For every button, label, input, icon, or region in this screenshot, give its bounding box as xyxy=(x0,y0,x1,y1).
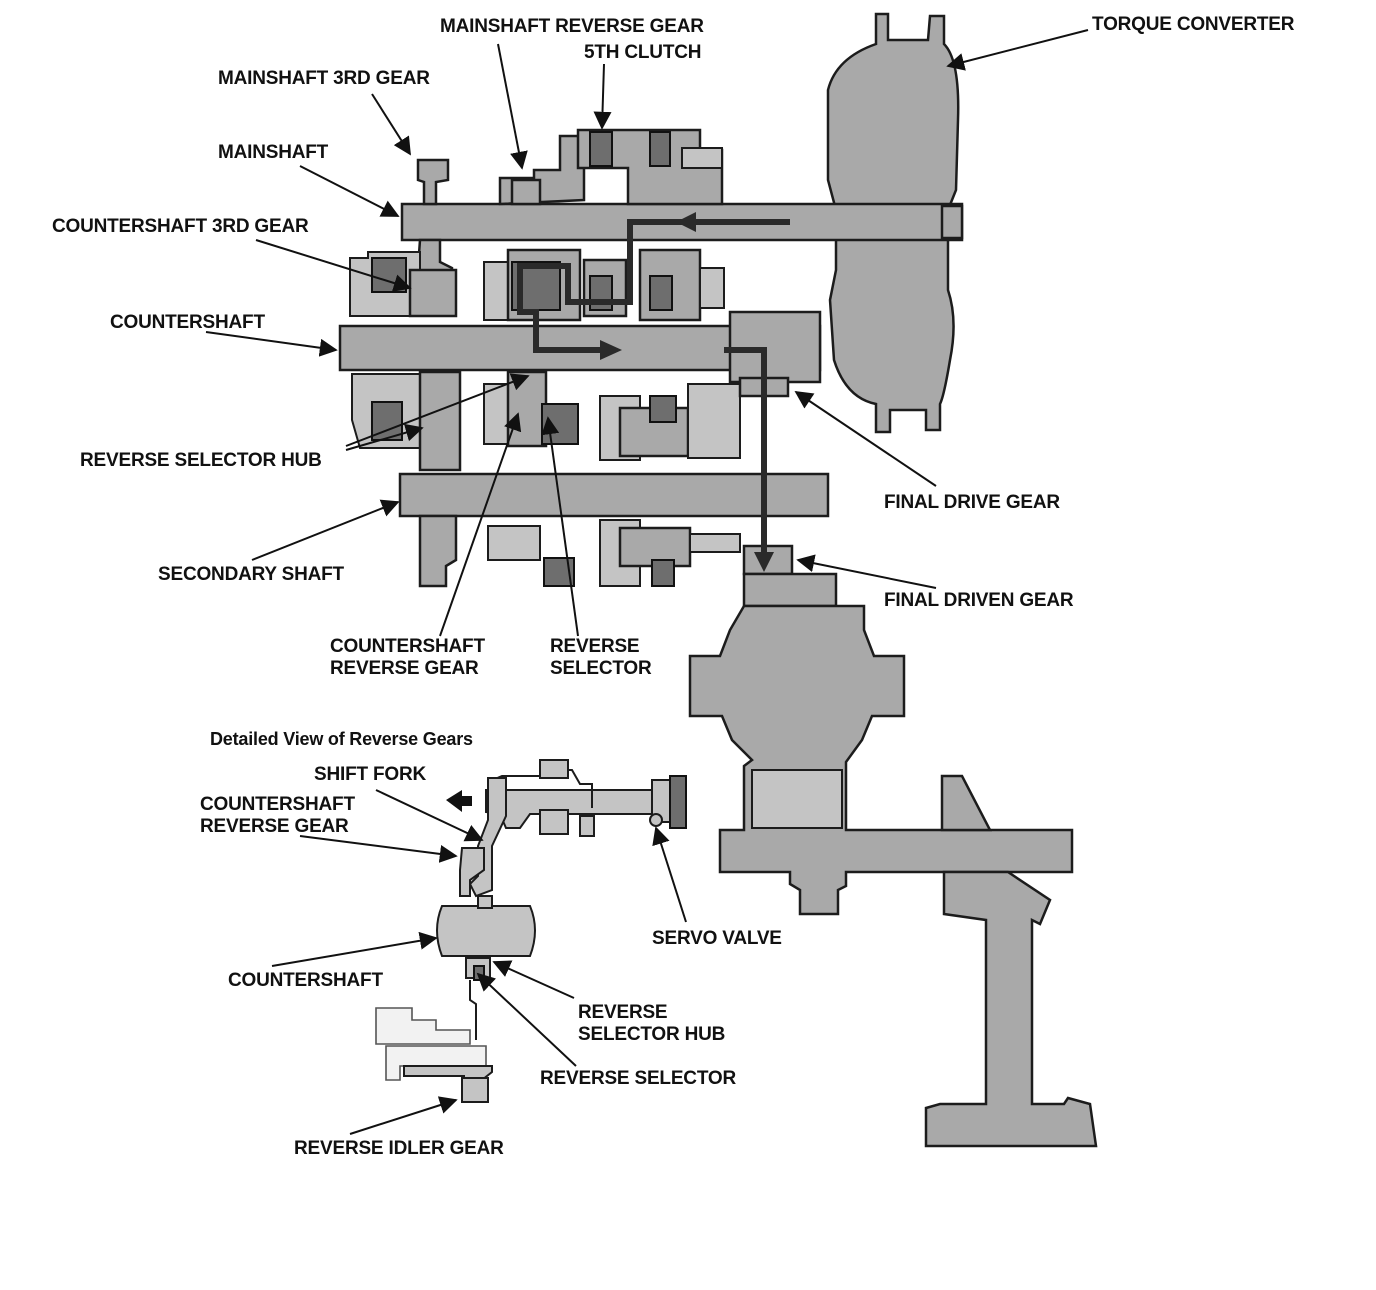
countershaft-lower-gears xyxy=(351,370,741,472)
label-secondary-shaft: SECONDARY SHAFT xyxy=(158,564,344,585)
label-mainshaft-reverse-gear: MAINSHAFT REVERSE GEAR xyxy=(440,16,704,37)
detail-label-countershaft: COUNTERSHAFT xyxy=(228,970,383,991)
detail-label-countershaft-reverse-gear: COUNTERSHAFT REVERSE GEAR xyxy=(200,794,355,837)
detail-label-shift-fork: SHIFT FORK xyxy=(314,764,426,785)
fifth-clutch xyxy=(576,128,724,206)
detail-label-reverse-selector: REVERSE SELECTOR xyxy=(540,1068,736,1089)
label-final-driven-gear: FINAL DRIVEN GEAR xyxy=(884,590,1074,611)
label-countershaft-3rd-gear: COUNTERSHAFT 3RD GEAR xyxy=(52,216,309,237)
label-reverse-selector: REVERSE SELECTOR xyxy=(550,636,652,679)
differential xyxy=(688,604,1074,916)
label-mainshaft-3rd-gear: MAINSHAFT 3RD GEAR xyxy=(218,68,430,89)
detail-label-servo-valve: SERVO VALVE xyxy=(652,928,782,949)
detail-reverse-idler-gear xyxy=(375,1007,493,1103)
detail-label-reverse-idler-gear: REVERSE IDLER GEAR xyxy=(294,1138,504,1159)
shift-direction-arrow xyxy=(446,790,472,812)
detail-countershaft xyxy=(436,895,536,957)
label-countershaft: COUNTERSHAFT xyxy=(110,312,265,333)
label-reverse-selector-hub: REVERSE SELECTOR HUB xyxy=(80,450,322,471)
mainshaft-reverse-gear xyxy=(498,134,586,206)
label-torque-converter: TORQUE CONVERTER xyxy=(1092,14,1295,35)
detail-title: Detailed View of Reverse Gears xyxy=(210,729,473,749)
detail-reverse-selector xyxy=(465,957,491,1040)
leader-lines xyxy=(205,29,1089,1135)
label-mainshaft: MAINSHAFT xyxy=(218,142,329,163)
axle-stub xyxy=(924,774,1098,1148)
detail-countershaft-reverse-gear xyxy=(459,847,485,897)
label-fifth-clutch: 5TH CLUTCH xyxy=(584,42,702,63)
power-flow-path xyxy=(517,212,790,572)
label-final-drive-gear: FINAL DRIVE GEAR xyxy=(884,492,1060,513)
detail-servo-valve xyxy=(485,759,687,837)
label-countershaft-reverse-gear: COUNTERSHAFT REVERSE GEAR xyxy=(330,636,485,679)
secondary-shaft xyxy=(398,472,830,588)
detail-label-reverse-selector-hub: REVERSE SELECTOR HUB xyxy=(578,1002,726,1045)
